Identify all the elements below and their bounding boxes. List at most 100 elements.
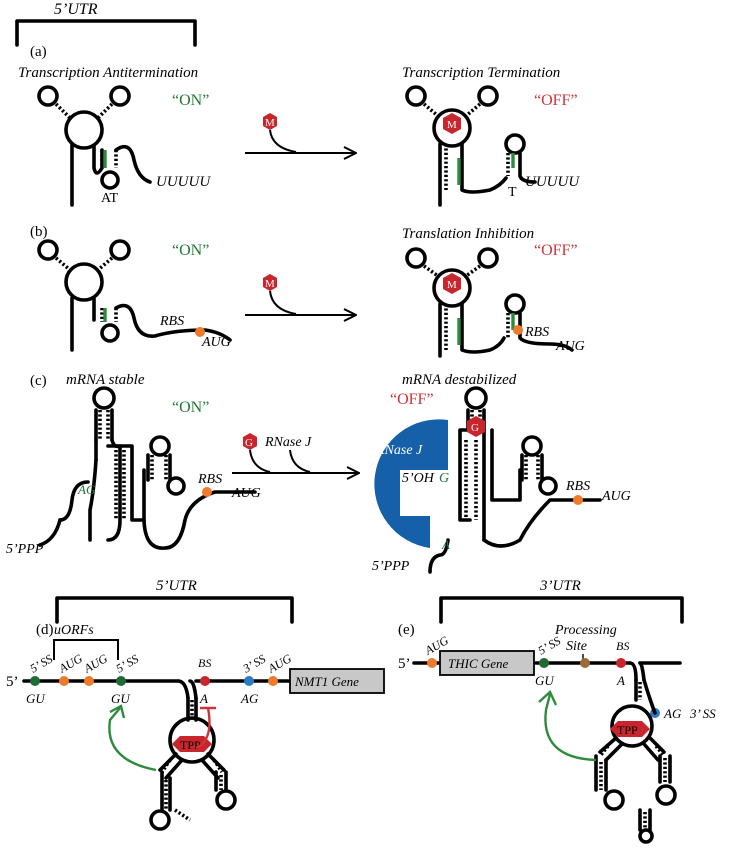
panel-e-gu-label: GU	[535, 673, 555, 688]
panel-d-5ss-site-2	[116, 676, 126, 686]
panel-e-processing-line2: Site	[566, 639, 587, 654]
panel-e-tpp-ligand	[610, 721, 650, 737]
panel-e-tpp-label: TPP	[617, 723, 638, 737]
panel-a-metabolite-label: M	[265, 117, 275, 129]
panel-a-binding-arrow	[245, 129, 355, 153]
panel-c-left-aug: AUG	[231, 486, 261, 501]
panel-a-left-title: Transcription Antitermination	[18, 65, 198, 81]
panel-d-green-activation-arrow	[108, 707, 157, 772]
panel-e-tpp-riboswitch	[594, 678, 677, 844]
panel-b-right-rbs: RBS	[524, 325, 549, 340]
panel-a-left-riboswitch	[37, 85, 152, 207]
panel-c-left-ppp: 5’PPP	[6, 542, 44, 557]
panel-a-bound-metabolite	[443, 113, 461, 134]
panel-b-right-riboswitch	[405, 247, 574, 358]
panel-d-ss1-label: 5’ SS	[28, 652, 56, 676]
panel-d-tpp-riboswitch	[149, 696, 237, 831]
panel-d-nmt1-gene-box	[289, 668, 385, 694]
panel-d-tpp-ligand	[172, 736, 212, 752]
panel-e-processing-site	[580, 658, 590, 668]
panel-c-letter: (c)	[30, 373, 47, 389]
panel-c-arrow-enzyme-label: RNase J	[264, 435, 312, 450]
panel-b-right-title: Translation Inhibition	[402, 226, 534, 242]
panel-b-bound-metabolite-label: M	[447, 279, 457, 291]
panel-c-right-aug: AUG	[601, 489, 631, 504]
panel-c-oh-label: 5’OH	[402, 471, 435, 486]
panel-d-aug-site-2	[84, 676, 94, 686]
panel-a-right-title: Transcription Termination	[402, 65, 560, 81]
panel-c-ligand-label: G	[245, 437, 253, 449]
panel-c-right-riboswitch	[428, 386, 602, 574]
panel-c-rnase-j-enzyme	[374, 419, 448, 548]
panel-d-3ss-site	[244, 676, 254, 686]
panel-d-utr-label: 5’UTR	[156, 578, 197, 594]
panel-b-letter: (b)	[30, 224, 48, 240]
panel-e-thic-gene-box	[439, 650, 535, 676]
panel-d-aug2-label: AUG	[81, 651, 111, 676]
panel-d-bs-label: BS	[198, 656, 211, 670]
panel-e-a-label: A	[616, 673, 625, 688]
panel-b-left-riboswitch	[37, 239, 232, 352]
panel-a-right-loop-label: T	[508, 185, 517, 200]
panel-b-right-aug: AUG	[555, 339, 585, 354]
panel-c-on-label: “ON”	[172, 399, 209, 416]
panel-a-left-loop-label: AT	[101, 191, 119, 206]
panel-c-bound-ligand	[467, 416, 485, 437]
panel-b-metabolite-label: M	[265, 278, 275, 290]
panel-e-five-prime: 5’	[398, 656, 411, 672]
panel-d-5ss-site-1	[30, 676, 40, 686]
panel-b-on-label: “ON”	[172, 242, 209, 259]
panel-c-left-rbs: RBS	[197, 472, 222, 487]
panel-a-on-label: “ON”	[172, 92, 209, 109]
panel-a-metabolite	[263, 113, 277, 130]
panel-b-bound-metabolite	[443, 273, 461, 294]
panel-e-5ss-site	[539, 658, 549, 668]
panel-a-right-riboswitch	[405, 85, 537, 207]
panel-a-off-label: “OFF”	[534, 92, 578, 109]
panel-d-red-block-arrow	[195, 706, 216, 750]
panel-c-off-label: “OFF”	[390, 391, 434, 408]
panel-c-right-rbs: RBS	[565, 479, 590, 494]
panel-d-letter: (d)	[36, 622, 54, 638]
panel-a-left-tail: UUUUU	[156, 174, 211, 190]
panel-d-uorf-bracket	[53, 639, 119, 660]
panel-d-utr-bracket	[55, 596, 294, 624]
panel-b-binding-arrow	[245, 290, 355, 315]
top-utr-label: 5’UTR	[54, 1, 98, 18]
panel-c-rnase-j-label: RNase J	[375, 443, 423, 458]
panel-d-ss3-label: 3’ SS	[240, 652, 268, 676]
panel-d-bs-site	[200, 676, 210, 686]
panel-c-right-title: mRNA destabilized	[402, 372, 517, 388]
panel-d-aug-site-1	[59, 676, 69, 686]
panel-a-bound-metabolite-label: M	[447, 119, 457, 131]
panel-c-binding-arrow	[232, 449, 358, 473]
panel-e-utr-label: 3’UTR	[539, 578, 581, 594]
panel-d-uorfs-label: uORFs	[54, 623, 94, 638]
panel-e-aug-site	[427, 658, 437, 668]
panel-e-ag-label: AG	[663, 706, 682, 721]
panel-d-ag-label: AG	[240, 691, 259, 706]
panel-b-left-aug: AUG	[201, 335, 231, 350]
panel-c-left-ag: AG	[77, 482, 96, 497]
panel-e-bs-label: BS	[616, 639, 629, 653]
panel-d-tpp-label: TPP	[180, 738, 201, 752]
panel-c-g-label: G	[439, 471, 449, 486]
panel-b-metabolite	[263, 274, 277, 291]
panel-c-a-label: A	[441, 537, 450, 552]
panel-a-letter: (a)	[30, 44, 47, 60]
panel-d-gene-label: NMT1 Gene	[294, 674, 359, 689]
panel-c-ligand	[243, 433, 257, 450]
panel-e-green-activation-arrow	[544, 693, 597, 762]
panel-e-gene-label: THIC Gene	[448, 656, 509, 671]
panel-d-gu2-label: GU	[111, 691, 131, 706]
panel-d-aug-site-3	[268, 676, 278, 686]
panel-b-off-label: “OFF”	[534, 242, 578, 259]
panel-e-letter: (e)	[398, 622, 415, 638]
panel-d-green-arrowhead	[109, 704, 126, 719]
panel-c-bound-ligand-label: G	[471, 422, 479, 434]
panel-c-left-riboswitch	[38, 386, 257, 550]
panel-e-green-arrowhead	[538, 690, 558, 706]
panel-d-gu1-label: GU	[26, 691, 46, 706]
panel-e-processing-line1: Processing	[554, 623, 617, 638]
